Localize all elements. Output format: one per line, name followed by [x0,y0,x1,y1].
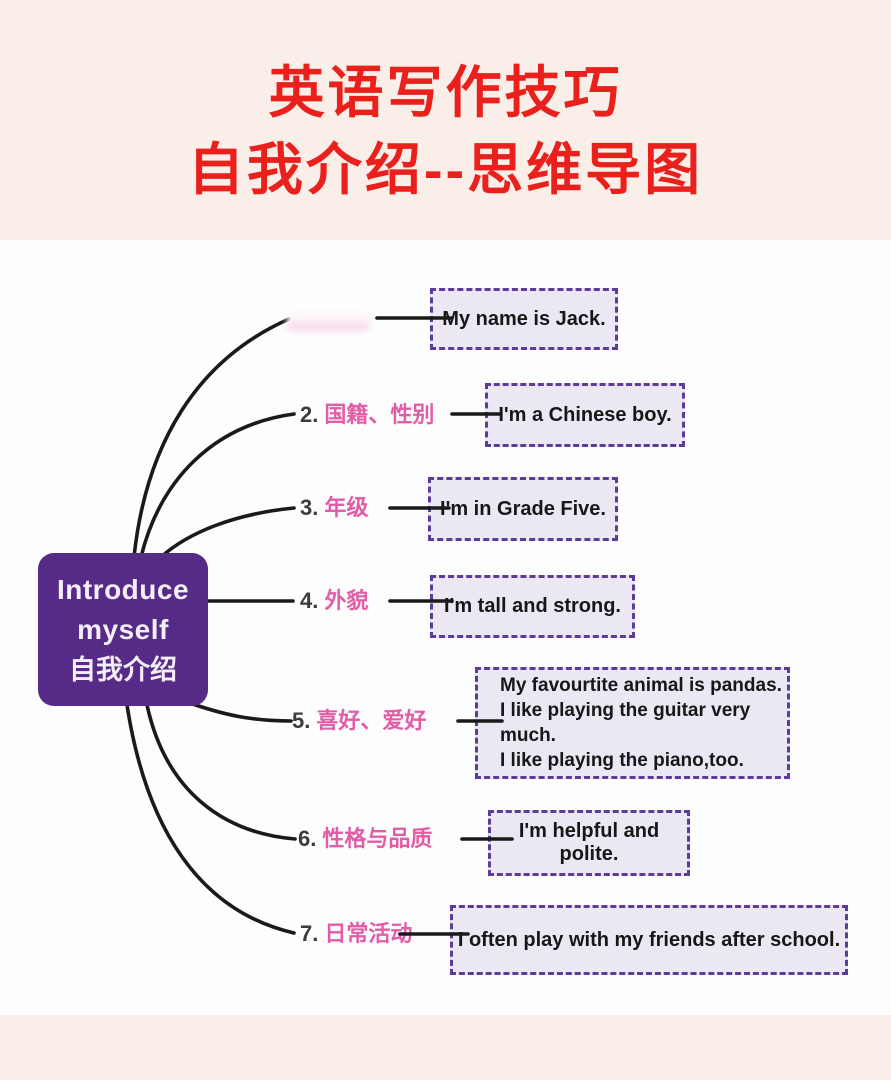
branch4-label-text: 外貌 [324,588,369,613]
branch7-label: 7.日常活动 [300,921,412,947]
branch2-sentence: I'm a Chinese boy. [498,403,672,426]
branch1-label-erased-smudge [287,300,369,332]
branch6-label-text: 性格与品质 [322,826,433,851]
poster-title-line1: 英语写作技巧 [268,61,623,124]
poster-title-line2: 自我介绍--思维导图 [187,138,704,201]
center-topic-node: Introduce myself 自我介绍 [38,553,208,706]
branch7-number: 7. [300,921,319,946]
branch4-label: 4.外貌 [300,588,368,614]
branch7-label-text: 日常活动 [324,921,413,946]
branch3-label-text: 年级 [324,495,369,520]
branch5-sentence-1: My favourtite animal is pandas. [500,675,782,696]
branch3-number: 3. [300,495,319,520]
branch7-sentence-box: I often play with my friends after schoo… [450,905,848,975]
branch3-label: 3.年级 [300,495,368,521]
branch4-sentence: I'm tall and strong. [444,595,621,617]
branch7-sentence: I often play with my friends after schoo… [457,928,841,951]
branch4-sentence-box: I'm tall and strong. [430,575,635,638]
branch5-label: 5.喜好、爱好 [292,708,426,734]
center-topic-line1: Introduce [56,573,190,605]
center-topic-line2: myself [77,613,169,645]
center-topic-line3: 自我介绍 [69,654,177,685]
branch5-sentence-box: My favourtite animal is pandas. I like p… [475,667,790,779]
branch2-label: 2.国籍、性别 [300,402,434,428]
branch6-sentence: I'm helpful and polite. [518,820,660,865]
branch2-number: 2. [300,402,319,427]
branch3-sentence: I'm in Grade Five. [440,497,606,520]
branch2-sentence-box: I'm a Chinese boy. [485,383,685,447]
branch4-number: 4. [300,588,319,613]
branch1-sentence: My name is Jack. [442,307,606,330]
branch2-label-text: 国籍、性别 [324,402,435,427]
branch1-sentence-box: My name is Jack. [430,288,618,350]
branch6-sentence-box: I'm helpful and polite. [488,810,690,876]
branch5-sentence-2: I like playing the guitar very much. [500,700,751,746]
branch6-number: 6. [298,826,317,851]
branch5-sentence-3: I like playing the piano,too. [500,750,744,771]
branch3-sentence-box: I'm in Grade Five. [428,477,618,541]
branch5-number: 5. [292,708,311,733]
branch5-label-text: 喜好、爱好 [316,708,427,733]
poster-title: 英语写作技巧 自我介绍--思维导图 [0,56,891,210]
branch6-label: 6.性格与品质 [298,826,432,852]
